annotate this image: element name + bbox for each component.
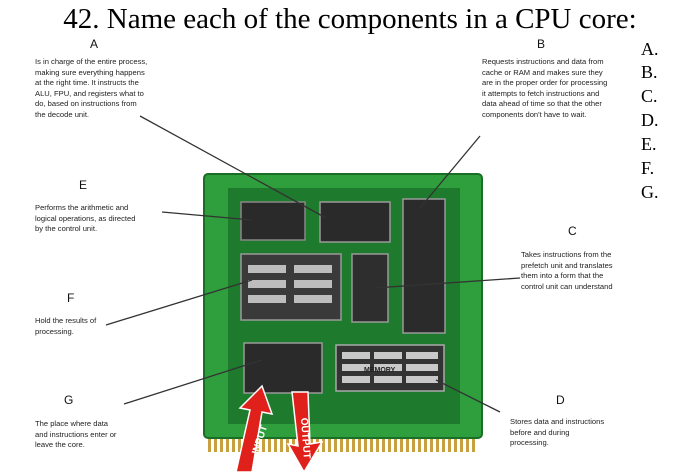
- callout-text-d: Stores data and instructions before and …: [510, 417, 605, 448]
- chip-pin: [448, 436, 451, 452]
- cache-cells: [342, 352, 438, 383]
- chip-pin: [466, 436, 469, 452]
- callout-text-e: Performs the arithmetic and logical oper…: [35, 203, 136, 234]
- answer-option-b: B.: [641, 62, 658, 82]
- control-unit-block: [319, 201, 391, 243]
- chip-pin: [436, 436, 439, 452]
- prefetch-unit-block: [402, 198, 446, 334]
- chip-pin: [214, 436, 217, 452]
- callout-text-f: Hold the results of processing.: [35, 316, 97, 336]
- answer-option-e: E.: [641, 134, 657, 154]
- output-arrow: [286, 391, 324, 472]
- chip-pin: [280, 436, 283, 452]
- chip-pin: [430, 436, 433, 452]
- chip-pin: [334, 436, 337, 452]
- chip-pin: [226, 436, 229, 452]
- chip-pin: [340, 436, 343, 452]
- chip-pin: [382, 436, 385, 452]
- chip-pin: [328, 436, 331, 452]
- chip-pin: [418, 436, 421, 452]
- callout-text-b: Requests instructions and data from cach…: [482, 57, 608, 119]
- chip-pin: [220, 436, 223, 452]
- chip-pin: [376, 436, 379, 452]
- chip-pin: [268, 436, 271, 452]
- input-arrow: [235, 384, 274, 472]
- chip-pin: [364, 436, 367, 452]
- output-arrow-label: OUTPUT: [298, 417, 312, 459]
- chip-pin: [274, 436, 277, 452]
- chip-pin: [346, 436, 349, 452]
- chip-pin: [256, 436, 259, 452]
- chip-pin: [388, 436, 391, 452]
- bus-unit-block: [243, 342, 323, 394]
- chip-pin: [472, 436, 475, 452]
- memory-label: MEMORY: [364, 367, 396, 374]
- chip-pin: [238, 436, 241, 452]
- callout-letter-a: A: [90, 37, 99, 51]
- chip-pin: [460, 436, 463, 452]
- answer-option-g: G.: [641, 182, 659, 202]
- callout-text-a: Is in charge of the entire process, maki…: [35, 57, 148, 119]
- chip-pin: [292, 436, 295, 452]
- chip-pin: [400, 436, 403, 452]
- answer-option-c: C.: [641, 86, 658, 106]
- callout-text-g: The place where data and instructions en…: [35, 419, 117, 450]
- register-cells: [248, 265, 332, 303]
- chip-pin: [370, 436, 373, 452]
- leader-lines: [105, 115, 521, 413]
- chip-pin: [394, 436, 397, 452]
- chip-pin: [208, 436, 211, 452]
- alu-block: [240, 201, 306, 241]
- callout-letter-f: F: [67, 291, 75, 305]
- callout-letter-b: B: [537, 37, 546, 51]
- chip-pin: [322, 436, 325, 452]
- question-title: 42. Name each of the components in a CPU…: [63, 3, 637, 35]
- chip-pin: [262, 436, 265, 452]
- chip-pin: [358, 436, 361, 452]
- callout-text-c: Takes instructions from the prefetch uni…: [521, 250, 613, 291]
- chip-pin: [232, 436, 235, 452]
- callout-letter-g: G: [64, 393, 74, 407]
- chip-pin: [454, 436, 457, 452]
- chip-pin: [442, 436, 445, 452]
- answer-option-f: F.: [641, 158, 655, 178]
- answer-option-a: A.: [641, 39, 659, 59]
- answer-option-d: D.: [641, 110, 659, 130]
- chip-pin: [352, 436, 355, 452]
- chip-pin: [406, 436, 409, 452]
- callout-letter-d: D: [556, 393, 565, 407]
- callout-letter-c: C: [568, 224, 577, 238]
- callout-letter-e: E: [79, 178, 88, 192]
- chip-pin: [424, 436, 427, 452]
- chip-pin: [412, 436, 415, 452]
